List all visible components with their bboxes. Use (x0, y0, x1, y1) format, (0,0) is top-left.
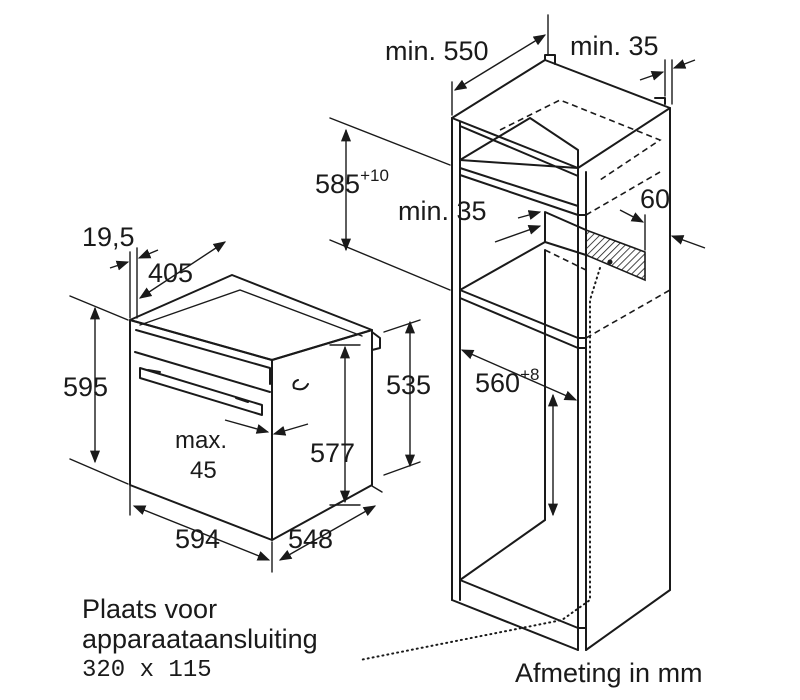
note-connection-line3: 320 x 115 (82, 657, 212, 684)
label-oven-depth: 548 (288, 524, 333, 554)
oven-side (271, 329, 373, 541)
label-vent-depth: 60 (640, 184, 670, 214)
label-vent-min: min. 35 (398, 196, 487, 226)
label-oven-width: 594 (175, 524, 220, 554)
oven-handle (139, 367, 263, 416)
label-cabinet-depth: min. 550 (385, 36, 489, 66)
label-handle-max: max. (175, 427, 227, 454)
label-oven-body-height: 577 (310, 438, 355, 468)
label-oven-top-depth: 405 (148, 258, 193, 288)
note-connection-line1: Plaats voor (82, 594, 217, 624)
label-oven-rear-height: 535 (386, 370, 431, 400)
label-niche-width: 560+8 (475, 365, 539, 398)
oven-drawing (129, 274, 381, 541)
label-niche-height: 585+10 (315, 166, 389, 199)
label-cabinet-wall: min. 35 (570, 31, 659, 61)
label-handle-value: 45 (190, 457, 217, 484)
cabinet-dimensions (329, 14, 706, 517)
connection-path (359, 267, 601, 661)
cabinet-drawing (451, 54, 671, 651)
note-connection-line2: apparaataansluiting (82, 624, 318, 654)
vent-hatch (585, 228, 646, 282)
note-units: Afmeting in mm (515, 658, 703, 688)
label-oven-height: 595 (63, 372, 108, 402)
label-front-offset: 19,5 (82, 222, 135, 252)
oven-dimensions (69, 241, 421, 573)
